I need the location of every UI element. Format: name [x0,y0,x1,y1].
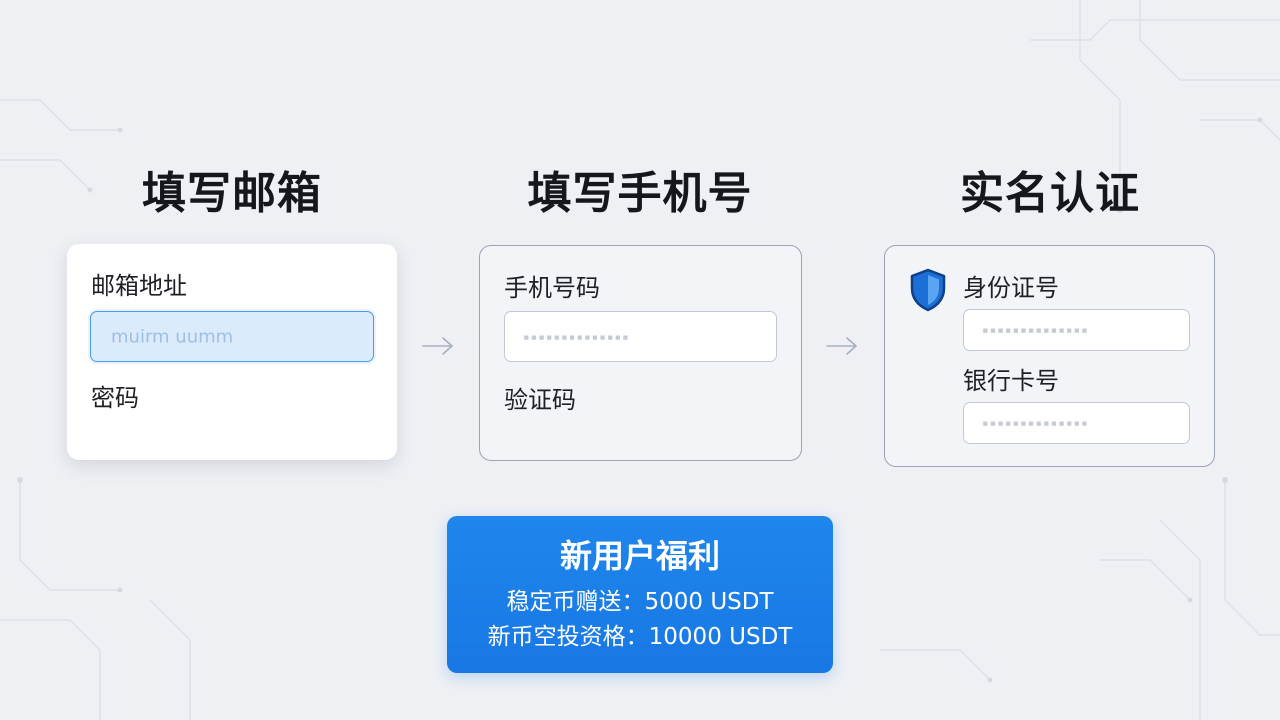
bank-card-label: 银行卡号 [963,367,1059,395]
promo-airdrop-eligibility: 新币空投资格：10000 USDT [487,624,793,650]
email-input[interactable]: muirm uumm [90,311,374,362]
id-number-label: 身份证号 [963,274,1059,302]
step-title-verification: 实名认证 [960,168,1140,219]
new-user-bonus-banner[interactable]: 新用户福利 稳定币赠送：5000 USDT 新币空投资格：10000 USDT [447,516,833,673]
email-placeholder: muirm uumm [111,326,234,347]
password-label: 密码 [91,384,139,412]
email-label: 邮箱地址 [91,272,187,300]
bank-masked-value: ▪▪▪▪▪▪▪▪▪▪▪▪▪▪ [982,416,1089,430]
phone-label: 手机号码 [504,274,600,302]
phone-masked-value: ▪▪▪▪▪▪▪▪▪▪▪▪▪▪ [523,330,630,343]
step-title-email: 填写邮箱 [142,168,322,219]
shield-icon [910,268,946,312]
id-verification-card: 身份证号 ▪▪▪▪▪▪▪▪▪▪▪▪▪▪ 银行卡号 ▪▪▪▪▪▪▪▪▪▪▪▪▪▪ [884,245,1215,467]
arrow-right-icon [422,337,454,355]
id-number-input[interactable]: ▪▪▪▪▪▪▪▪▪▪▪▪▪▪ [963,309,1190,351]
email-card: 邮箱地址 muirm uumm 密码 [67,244,397,460]
phone-input[interactable]: ▪▪▪▪▪▪▪▪▪▪▪▪▪▪ [504,311,777,362]
step-title-phone: 填写手机号 [527,168,753,219]
promo-stablecoin-bonus: 稳定币赠送：5000 USDT [506,589,774,615]
code-label: 验证码 [504,386,576,414]
phone-card: 手机号码 ▪▪▪▪▪▪▪▪▪▪▪▪▪▪ 验证码 [479,245,802,461]
arrow-right-icon [826,337,858,355]
promo-title: 新用户福利 [559,537,720,575]
id-masked-value: ▪▪▪▪▪▪▪▪▪▪▪▪▪▪ [982,323,1089,337]
bank-card-input[interactable]: ▪▪▪▪▪▪▪▪▪▪▪▪▪▪ [963,402,1190,444]
